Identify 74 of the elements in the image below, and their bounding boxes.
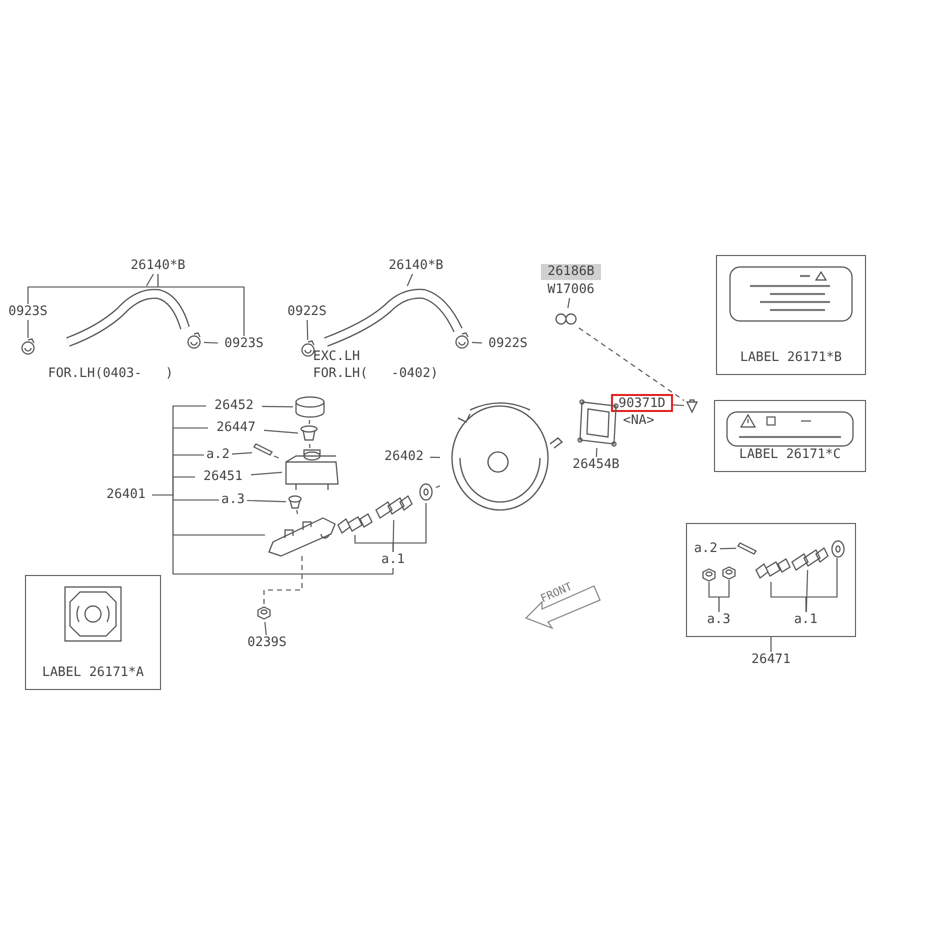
leader-line: [806, 570, 808, 612]
reservoir-cap-drawing: [293, 394, 327, 420]
assembly-line: [263, 556, 303, 604]
assembly-line: [436, 485, 440, 488]
note-text: <NA>: [623, 413, 654, 429]
leader-line: [250, 472, 282, 476]
part-number: a.2: [204, 447, 232, 463]
part-number: 0922S: [482, 336, 534, 352]
nut-drawing: [255, 604, 273, 622]
part-number: 26401: [100, 487, 152, 503]
part-number: 0239S: [240, 635, 294, 651]
piston-drawing: [374, 492, 414, 520]
part-number: 26140*B: [120, 258, 196, 274]
grommet-drawing: [286, 494, 304, 510]
leader-line: [146, 274, 154, 286]
part-number: 26451: [195, 469, 251, 485]
nut-drawing: [700, 566, 718, 582]
leader-line: [232, 452, 252, 455]
part-number: 26186B: [541, 264, 601, 280]
leader-line: [306, 320, 308, 340]
leader-line: [718, 580, 730, 612]
label-sticker: [714, 400, 866, 472]
nut-drawing: [720, 564, 738, 580]
note-text: EXC.LH: [313, 349, 360, 365]
leader-line: [596, 448, 598, 458]
part-number: a.3: [219, 492, 247, 508]
part-number: 90371D: [611, 394, 673, 412]
part-number: 0923S: [4, 304, 52, 320]
pin-drawing: [736, 540, 758, 555]
leader-line: [720, 548, 736, 550]
leader-line: [157, 274, 245, 336]
assembly-line: [296, 510, 298, 514]
note-text: FOR.LH(0403- ): [48, 366, 174, 382]
assembly-line: [578, 328, 684, 401]
leader-line: [672, 404, 684, 406]
leader-line: [567, 298, 570, 308]
leader-line: [406, 274, 413, 286]
leader-line: [204, 342, 218, 344]
label-caption: LABEL 26171*A: [41, 665, 145, 681]
leader-line: [27, 320, 29, 338]
leader-line: [770, 637, 772, 652]
leader-line: [246, 500, 286, 502]
part-number: 26452: [206, 398, 262, 414]
leader-line: [392, 503, 427, 552]
leader-line: [152, 494, 394, 575]
label-sticker: [25, 575, 161, 690]
leader-line: [472, 342, 482, 344]
part-number: a.3: [704, 612, 734, 628]
part-number: a.2: [692, 540, 720, 557]
part-number: 26471: [744, 652, 798, 668]
part-number: 26454B: [565, 457, 627, 473]
part-number: 26140*B: [378, 258, 454, 274]
label-caption: LABEL 26171*C: [738, 447, 842, 463]
part-number: 26402: [378, 449, 430, 465]
piston-drawing: [754, 556, 788, 582]
leader-line: [262, 406, 293, 408]
part-number: 26447: [208, 420, 264, 436]
part-number: 0922S: [283, 304, 331, 320]
piston-drawing: [336, 511, 374, 535]
leader-line: [264, 430, 298, 434]
part-number: a.1: [790, 612, 821, 628]
kit-frame: [686, 523, 856, 637]
screw-drawing: [684, 398, 700, 414]
part-number: W17006: [541, 282, 601, 298]
leader-line: [805, 558, 838, 612]
leader-line: [264, 622, 267, 636]
leader-line: [430, 456, 440, 458]
assembly-line: [309, 444, 310, 448]
label-caption: LABEL 26171*B: [739, 350, 843, 366]
assembly-line: [308, 420, 310, 424]
note-text: FOR.LH( -0402): [313, 366, 438, 382]
label-sticker: [716, 255, 866, 375]
part-number: 0923S: [218, 336, 270, 352]
part-number: a.1: [380, 552, 406, 568]
